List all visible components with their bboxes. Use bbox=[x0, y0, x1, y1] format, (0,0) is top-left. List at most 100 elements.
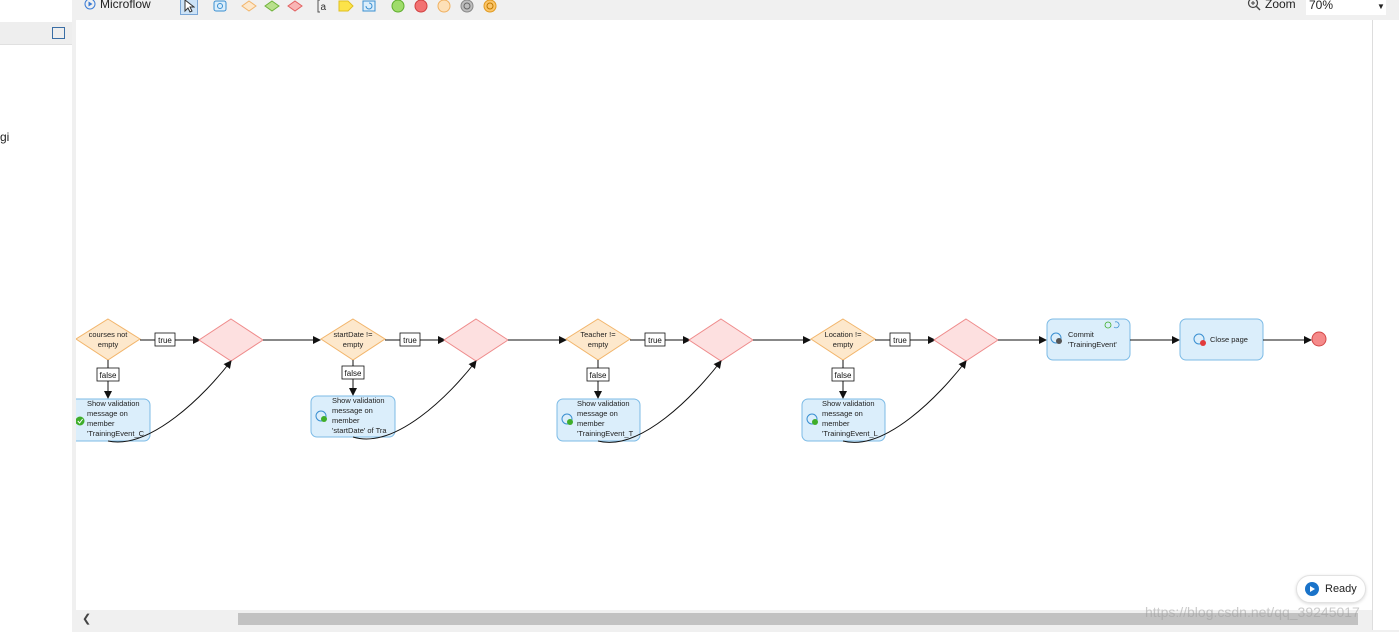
flow-curve[interactable] bbox=[352, 360, 477, 440]
false-label-text: false bbox=[590, 371, 607, 380]
activity-line: message on bbox=[332, 406, 373, 415]
decision-label-line2: empty bbox=[833, 340, 854, 349]
true-label-text: true bbox=[158, 336, 172, 345]
false-label: false bbox=[96, 367, 120, 382]
commit-activity[interactable]: Commit 'TrainingEvent' bbox=[1046, 318, 1131, 361]
activity-line: Show validation bbox=[87, 399, 140, 408]
zoom-dropdown-chevron-down-icon[interactable]: ▼ bbox=[1377, 2, 1385, 11]
activity-line: message on bbox=[87, 409, 128, 418]
show-validation-activity[interactable]: Show validation message on member 'Train… bbox=[801, 398, 886, 442]
true-label: true bbox=[889, 332, 911, 347]
commit-object-icon bbox=[1050, 332, 1062, 344]
close-page-label: Close page bbox=[1210, 335, 1248, 344]
activity-line: member bbox=[332, 416, 360, 425]
add-refresh-icon bbox=[1104, 321, 1120, 329]
zoom-icon bbox=[1247, 0, 1261, 11]
true-label-text: true bbox=[648, 336, 662, 345]
scroll-left-arrow-icon[interactable]: ❮ bbox=[82, 613, 92, 625]
merge-diamond[interactable] bbox=[933, 318, 999, 362]
parameter-tool-button[interactable] bbox=[337, 0, 355, 15]
watermark: https://blog.csdn.net/qq_39245017 bbox=[1145, 604, 1360, 620]
true-label: true bbox=[154, 332, 176, 347]
commit-line2: 'TrainingEvent' bbox=[1068, 340, 1117, 349]
decision-label-line2: empty bbox=[343, 340, 364, 349]
activity-line: 'TrainingEvent_C bbox=[87, 429, 145, 438]
continue-event-icon bbox=[460, 0, 474, 13]
continue-event-tool-button[interactable] bbox=[458, 0, 476, 15]
tree-item-partial[interactable]: gi bbox=[0, 130, 10, 144]
pointer-icon bbox=[184, 0, 195, 13]
activity-tool-button[interactable] bbox=[211, 0, 229, 15]
activity-line: Show validation bbox=[822, 399, 875, 408]
activity-line: 'TrainingEvent_L bbox=[822, 429, 878, 438]
horizontal-scrollbar[interactable]: ❮ bbox=[76, 610, 1372, 628]
flow-curve[interactable] bbox=[842, 360, 967, 443]
break-event-icon bbox=[483, 0, 497, 13]
zoom-control: Zoom bbox=[1247, 0, 1296, 11]
collapse-panel-icon[interactable] bbox=[52, 27, 65, 39]
annotation-tool-button[interactable]: a bbox=[314, 0, 332, 15]
show-validation-activity[interactable]: Show validation message on member 'Train… bbox=[556, 398, 641, 442]
true-label: true bbox=[399, 332, 421, 347]
activity-line: message on bbox=[822, 409, 863, 418]
merge-diamond[interactable] bbox=[443, 318, 509, 362]
scrollbar-thumb[interactable] bbox=[238, 613, 1358, 625]
pointer-tool-button[interactable] bbox=[180, 0, 198, 15]
false-label-text: false bbox=[345, 369, 362, 378]
merge-icon bbox=[287, 0, 303, 12]
false-label: false bbox=[586, 367, 610, 382]
activity-line: 'startDate' of Tra bbox=[332, 426, 387, 435]
error-event-icon bbox=[437, 0, 451, 13]
object-type-decision-tool-button[interactable] bbox=[263, 0, 281, 15]
object-decision-icon bbox=[264, 0, 280, 12]
decision-label-line2: empty bbox=[588, 340, 609, 349]
zoom-label: Zoom bbox=[1265, 0, 1296, 11]
true-label: true bbox=[644, 332, 666, 347]
validation-feedback-icon bbox=[806, 413, 818, 425]
microflow-canvas[interactable]: courses not empty true false Show valida… bbox=[76, 20, 1372, 610]
start-event-icon bbox=[391, 0, 405, 13]
decision-location-not-empty[interactable]: Location != empty bbox=[810, 318, 876, 361]
merge-diamond[interactable] bbox=[688, 318, 754, 362]
decision-courses-not-empty[interactable]: courses not empty bbox=[76, 318, 141, 361]
vertical-scrollbar[interactable] bbox=[1372, 20, 1399, 630]
decision-label-line1: Teacher != bbox=[580, 330, 616, 339]
activity-line: 'TrainingEvent_T bbox=[577, 429, 634, 438]
decision-teacher-not-empty[interactable]: Teacher != empty bbox=[565, 318, 631, 361]
false-label-text: false bbox=[835, 371, 852, 380]
status-badge: Ready bbox=[1296, 575, 1366, 603]
show-validation-activity[interactable]: Show validation message on member 'start… bbox=[310, 395, 396, 438]
false-label-text: false bbox=[100, 371, 117, 380]
activity-line: message on bbox=[577, 409, 618, 418]
validation-feedback-icon bbox=[315, 410, 327, 422]
show-validation-activity[interactable]: Show validation message on member 'Train… bbox=[76, 398, 151, 442]
end-event-tool-button[interactable] bbox=[412, 0, 430, 15]
merge-tool-button[interactable] bbox=[286, 0, 304, 15]
activity-line: Show validation bbox=[332, 396, 385, 405]
true-label-text: true bbox=[403, 336, 417, 345]
status-label: Ready bbox=[1325, 583, 1357, 595]
activity-icon bbox=[213, 0, 227, 12]
break-event-tool-button[interactable] bbox=[481, 0, 499, 15]
decision-label-line1: startDate != bbox=[334, 330, 374, 339]
zoom-level-select[interactable]: 70% bbox=[1306, 0, 1386, 15]
flow-curve[interactable] bbox=[597, 360, 722, 443]
activity-line: Show validation bbox=[577, 399, 630, 408]
merge-diamond[interactable] bbox=[198, 318, 264, 362]
decision-tool-button[interactable] bbox=[240, 0, 258, 15]
close-page-activity[interactable]: Close page bbox=[1179, 318, 1264, 361]
flow-diagram: courses not empty true false Show valida… bbox=[76, 318, 1327, 443]
loop-tool-button[interactable] bbox=[360, 0, 378, 15]
activity-line: member bbox=[87, 419, 115, 428]
error-event-tool-button[interactable] bbox=[435, 0, 453, 15]
editor-tab-title[interactable]: Microflow bbox=[84, 0, 151, 11]
decision-startdate-not-empty[interactable]: startDate != empty bbox=[320, 318, 386, 361]
start-event-tool-button[interactable] bbox=[389, 0, 407, 15]
flow-curve[interactable] bbox=[107, 360, 232, 443]
false-label: false bbox=[341, 365, 365, 380]
decision-label-line1: courses not bbox=[89, 330, 129, 339]
project-explorer-panel: gi bbox=[0, 0, 72, 632]
editor-tab-label: Microflow bbox=[100, 0, 151, 11]
end-event[interactable] bbox=[1311, 331, 1327, 347]
decision-label-line1: Location != bbox=[825, 330, 863, 339]
